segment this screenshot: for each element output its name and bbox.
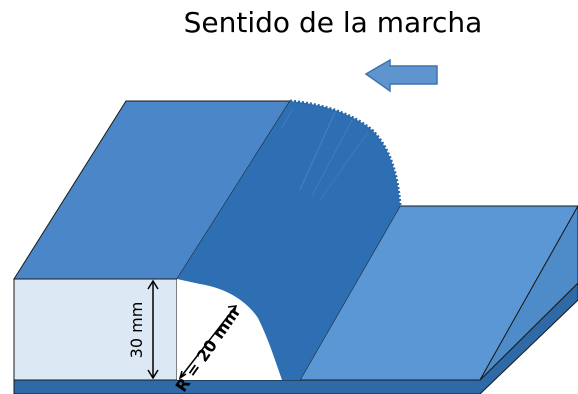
height-dimension: 30 mm bbox=[127, 279, 159, 380]
block-front-face bbox=[13, 278, 178, 381]
left-arrow-icon bbox=[364, 58, 438, 93]
cylinder-cutout bbox=[177, 279, 282, 380]
height-label: 30 mm bbox=[127, 302, 146, 359]
diagram-title: Sentido de la marcha bbox=[183, 6, 483, 39]
wave-surface bbox=[177, 99, 402, 380]
